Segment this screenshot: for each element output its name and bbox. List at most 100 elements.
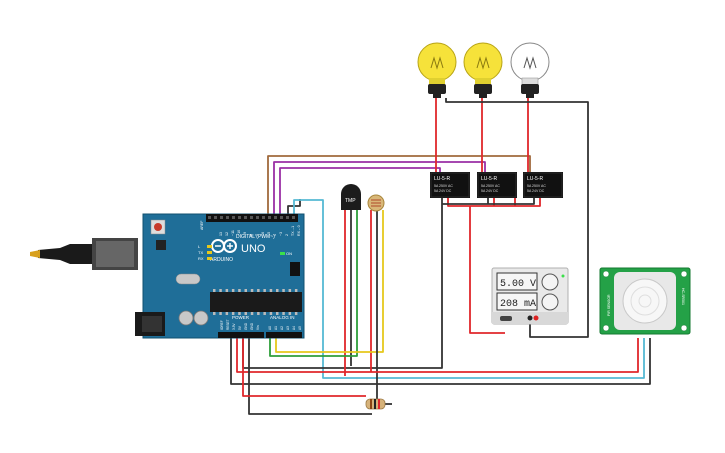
chip-leg [269, 289, 273, 292]
analog-pin-label: A1 [274, 326, 278, 330]
header-hole[interactable] [274, 216, 277, 219]
power-supply[interactable]: 5.00 V 208 mA [491, 267, 569, 325]
wire-ldr-yellow[interactable] [275, 210, 384, 353]
chip-leg [282, 289, 285, 292]
power-header [218, 332, 264, 338]
wire-purple[interactable] [273, 161, 486, 214]
pir-sensor[interactable]: PIR SENSOR HC-SR501 [599, 267, 691, 335]
power-pin-label: GND [244, 322, 248, 330]
analog-pin-label: A4 [292, 326, 296, 330]
header-hole[interactable] [232, 216, 235, 219]
power-pin-label: IOREF [220, 320, 224, 330]
chip-leg [219, 312, 222, 315]
chip-leg [276, 289, 279, 292]
wire-cyan[interactable] [293, 199, 645, 379]
digital-pin-label: ~6 [261, 232, 265, 236]
wire-5v-red[interactable] [236, 338, 639, 373]
header-hole[interactable] [256, 216, 259, 219]
power-pin-label: 3.3V [232, 323, 236, 330]
wire-temp-green[interactable] [269, 210, 358, 357]
header-hole[interactable] [268, 216, 271, 219]
chip-leg [294, 289, 298, 292]
chip-leg [225, 312, 229, 315]
wire-bottom-red[interactable] [242, 338, 366, 397]
digital-pin-label: 7 [255, 234, 259, 236]
bulb-2[interactable] [463, 42, 503, 98]
chip-leg [250, 289, 254, 292]
header-hole[interactable] [250, 216, 253, 219]
relay-1-spec-2: 5A 24V DC [434, 189, 452, 193]
relay-2-spec-1: 5A 250V AC [481, 184, 500, 188]
header-hole[interactable] [292, 216, 295, 219]
rx-label: RX [198, 256, 204, 261]
wire-bottom-black[interactable] [248, 338, 372, 415]
usb-cable [38, 244, 92, 264]
chip-leg [257, 289, 260, 292]
wire-gnd-black[interactable] [230, 338, 651, 385]
digital-pin-label: ~11 [231, 230, 235, 236]
analog-pin-label: A5 [298, 326, 302, 330]
analog-label: ANALOG IN [270, 315, 295, 320]
bulb-3[interactable] [510, 42, 550, 98]
photoresistor[interactable] [367, 194, 385, 212]
header-hole[interactable] [280, 216, 283, 219]
arduino-brand: ARDUINO [210, 257, 233, 263]
on-led [280, 252, 285, 255]
resistor[interactable] [365, 398, 386, 410]
wire-bulb-return[interactable] [445, 98, 589, 338]
chip-leg [213, 312, 216, 315]
header-hole[interactable] [244, 216, 247, 219]
temperature-sensor[interactable]: TMP [341, 184, 361, 210]
temp-sensor-label: TMP [345, 198, 356, 204]
analog-header [266, 332, 302, 338]
wire-brown[interactable] [267, 155, 531, 214]
chip-leg [213, 289, 216, 292]
arduino-model: UNO [241, 243, 266, 255]
relay-3-label: LU-5-R [527, 176, 544, 182]
supply-switch[interactable] [500, 316, 512, 321]
chip-leg [288, 312, 292, 315]
analog-pin-label: A2 [280, 326, 284, 330]
digital-pin-label: RX←0 [297, 225, 301, 236]
chip-leg [238, 312, 241, 315]
relay-2-spec-2: 5A 24V DC [481, 189, 499, 193]
digital-pin-label: 4 [273, 234, 277, 236]
power-pin-label: GND [250, 322, 254, 330]
relay-2[interactable]: LU-5-R 5A 250V AC 5A 24V DC [477, 172, 517, 198]
voltage-readout: 5.00 V [500, 279, 536, 290]
current-knob[interactable] [541, 293, 559, 311]
analog-pin-label: A3 [286, 326, 290, 330]
l-label: L [198, 244, 201, 249]
on-label: ON [286, 251, 292, 256]
bulb-1[interactable] [417, 42, 457, 98]
power-pin-label: Vin [256, 325, 260, 330]
header-hole[interactable] [214, 216, 217, 219]
voltage-display [496, 272, 538, 291]
wires [230, 98, 651, 415]
supply-terminal-pos[interactable] [533, 315, 539, 321]
chip-leg [244, 312, 247, 315]
relay-1[interactable]: LU-5-R 5A 250V AC 5A 24V DC [430, 172, 470, 198]
supply-terminal-neg[interactable] [527, 315, 533, 321]
header-hole[interactable] [238, 216, 241, 219]
chip-leg [276, 312, 279, 315]
header-hole[interactable] [226, 216, 229, 219]
relay-1-label: LU-5-R [434, 176, 451, 182]
header-hole[interactable] [262, 216, 265, 219]
relay-3-spec-1: 5A 250V AC [527, 184, 546, 188]
header-hole[interactable] [220, 216, 223, 219]
chip-leg [282, 312, 285, 315]
voltage-knob[interactable] [541, 273, 559, 291]
power-label: POWER [232, 315, 250, 320]
chip-leg [231, 312, 235, 315]
wire-relay-chain-red[interactable] [447, 198, 541, 334]
chip-leg [244, 289, 247, 292]
header-hole[interactable] [286, 216, 289, 219]
relay-2-label: LU-5-R [481, 176, 498, 182]
digital-pin-label: TX→1 [291, 226, 295, 236]
header-hole[interactable] [208, 216, 211, 219]
digital-pin-label: 2 [285, 234, 289, 236]
relay-3[interactable]: LU-5-R 5A 250V AC 5A 24V DC [523, 172, 563, 198]
chip-leg [288, 289, 292, 292]
